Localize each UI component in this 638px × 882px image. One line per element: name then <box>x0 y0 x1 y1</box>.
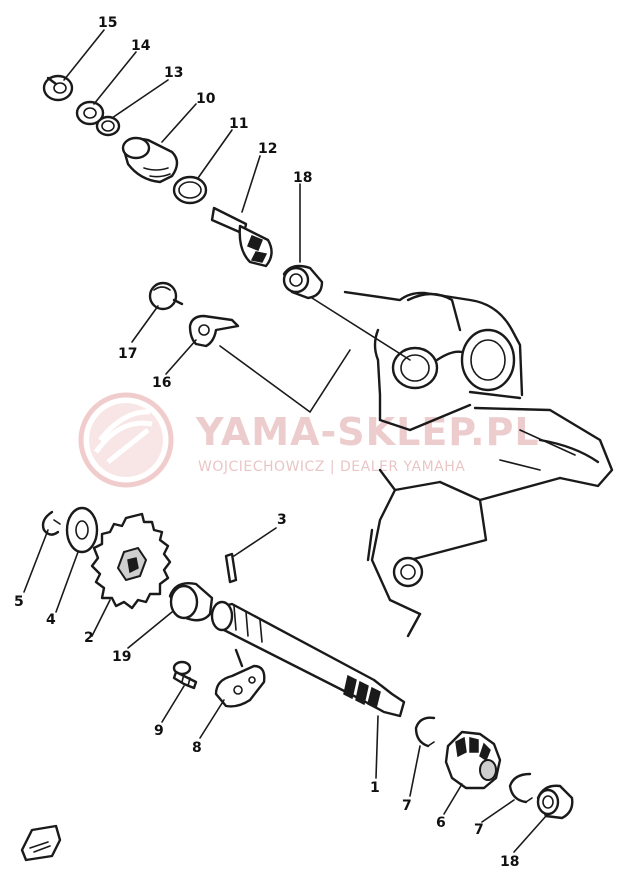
part-19-bushing <box>168 582 214 622</box>
part-1-kick-shaft <box>210 600 406 718</box>
callout-12: 12 <box>258 141 277 157</box>
part-14-washer <box>75 100 105 126</box>
part-2-ratchet-gear <box>90 512 172 610</box>
part-5-circlip <box>41 510 61 536</box>
callout-19: 19 <box>112 649 131 665</box>
part-12-gear-shaft <box>210 206 273 268</box>
part-7-circlip-b <box>508 772 533 804</box>
part-9-bolt <box>172 660 198 690</box>
callout-13: 13 <box>164 65 183 81</box>
callout-18-upper: 18 <box>293 170 312 186</box>
callout-3: 3 <box>277 512 287 528</box>
part-4-washer <box>65 506 99 554</box>
part-6-pinion-gear <box>444 730 502 790</box>
callout-10: 10 <box>196 91 216 107</box>
part-3-pin <box>224 552 238 584</box>
part-18-bushing-lower <box>536 784 574 820</box>
callout-5: 5 <box>14 594 24 610</box>
watermark: YAMA-SKLEP.PL WOJCIECHOWICZ | DEALER YAM… <box>78 392 540 488</box>
callout-15: 15 <box>98 15 117 31</box>
callout-9: 9 <box>154 723 164 739</box>
part-7-circlip-a <box>414 716 436 748</box>
callout-6: 6 <box>436 815 446 831</box>
callout-1: 1 <box>370 780 380 796</box>
part-17-ball <box>148 281 184 311</box>
callout-14: 14 <box>131 38 151 54</box>
part-16-clip <box>188 314 240 348</box>
callout-11: 11 <box>229 116 248 132</box>
part-13-o-ring <box>95 115 121 137</box>
watermark-brand: YAMA-SKLEP.PL <box>195 410 540 454</box>
callout-2: 2 <box>84 630 94 646</box>
watermark-logo-icon <box>78 392 174 488</box>
part-11-o-ring <box>172 175 208 205</box>
part-15-circlip <box>42 74 74 102</box>
part-18-bushing-upper <box>282 264 324 300</box>
part-8-plate <box>214 648 266 708</box>
watermark-dealer: WOJCIECHOWICZ | DEALER YAMAHA <box>198 459 465 475</box>
callout-17: 17 <box>118 346 137 362</box>
callout-16: 16 <box>152 375 171 391</box>
callout-18-lower: 18 <box>500 854 519 870</box>
crankcase-housing <box>343 290 614 638</box>
callout-numbers: 15 14 13 10 11 12 18 17 16 3 5 4 2 19 9 … <box>14 15 519 870</box>
part-10-bushing <box>121 136 179 184</box>
callout-4: 4 <box>46 612 56 628</box>
callout-7-a: 7 <box>402 798 412 814</box>
front-direction-mark-icon <box>20 824 62 862</box>
callout-8: 8 <box>192 740 202 756</box>
leader-lines <box>23 29 547 853</box>
assembly-guide-lines <box>219 297 411 414</box>
callout-7-b: 7 <box>474 822 484 838</box>
